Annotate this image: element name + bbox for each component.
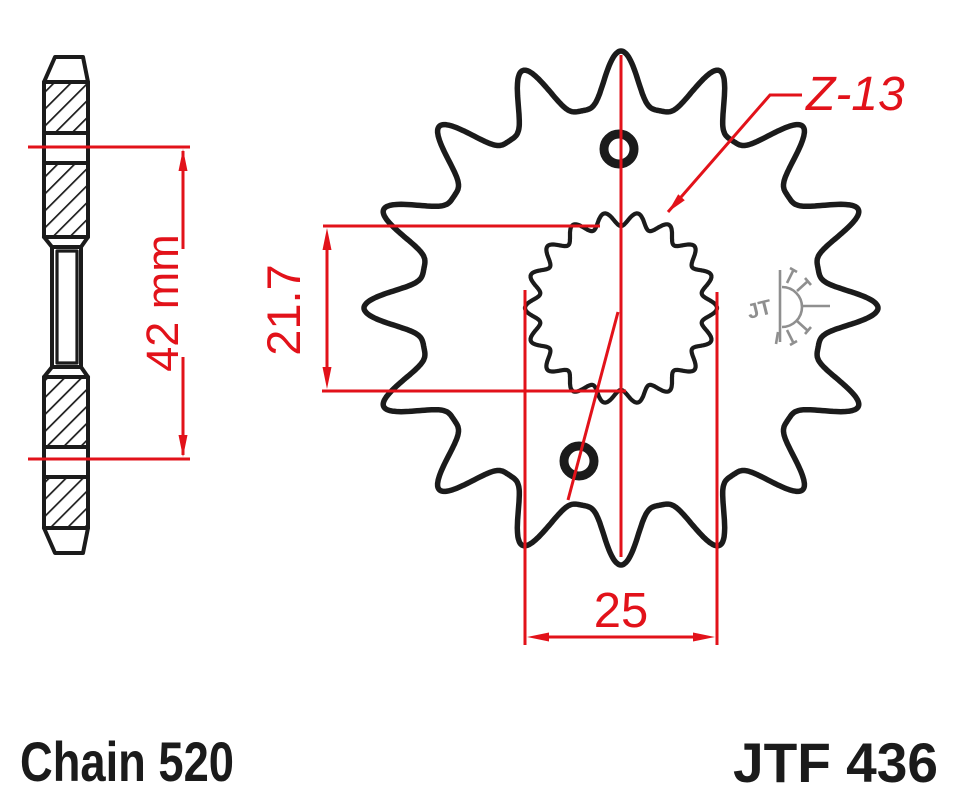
arrowhead-down [322, 367, 332, 389]
side-hatch-band [42, 475, 90, 530]
dimension-spline-major: 25 [523, 290, 719, 645]
side-hatch-band [42, 375, 90, 449]
teeth-count-callout: Z-13 [666, 68, 905, 213]
side-hatch-band [42, 80, 90, 135]
side-bottom-cap [42, 526, 90, 555]
hole-center-line [566, 311, 620, 501]
arrowhead-right [693, 632, 715, 642]
rivet-hole-bottom [559, 441, 599, 481]
chain-size-label: Chain 520 [20, 730, 234, 793]
arrowhead-down [178, 435, 188, 457]
dimension-spline-major-label: 25 [594, 584, 649, 638]
side-section-view [42, 55, 90, 555]
sun-icon [774, 266, 830, 347]
dimension-hub-width-label: 42 mm [137, 234, 188, 372]
dimension-hub-width: 42 mm [28, 145, 190, 461]
rivet-hole-top [599, 129, 639, 169]
arrowhead-up [178, 149, 188, 171]
dimension-spline-minor-label: 21.7 [257, 264, 310, 355]
teeth-count-label: Z-13 [805, 68, 905, 121]
side-hatch-band [42, 161, 90, 239]
arrowhead-leader [668, 194, 685, 212]
side-bore [55, 249, 79, 365]
side-groove-gap [42, 445, 90, 479]
side-top-cap [42, 55, 90, 84]
arrowhead-up [322, 228, 332, 250]
model-number-label: JTF 436 [733, 731, 938, 794]
arrowhead-left [527, 632, 549, 642]
jt-logo: JT [745, 266, 830, 347]
dimension-spline-minor: 21.7 [257, 224, 626, 393]
